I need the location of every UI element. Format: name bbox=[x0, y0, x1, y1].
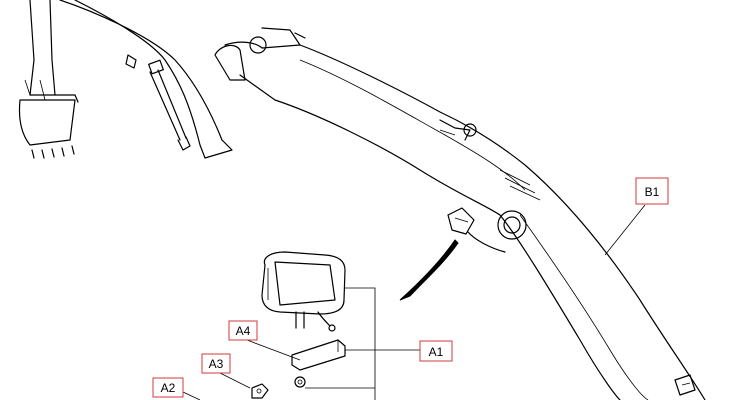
lamp-assembly bbox=[251, 251, 346, 399]
callout-a3-label: A3 bbox=[209, 357, 224, 371]
callout-a4-label: A4 bbox=[236, 324, 251, 338]
callout-b1: B1 bbox=[635, 177, 669, 205]
callout-a3: A3 bbox=[201, 353, 231, 374]
detail-arrow bbox=[399, 239, 459, 301]
leader-lines bbox=[182, 204, 646, 400]
overview-excavator-arm bbox=[18, 0, 233, 159]
boom bbox=[214, 27, 706, 400]
callout-a1: A1 bbox=[419, 340, 453, 362]
callout-a1-label: A1 bbox=[429, 345, 444, 359]
mounted-work-lamp bbox=[447, 207, 506, 253]
a1-grouping-bracket bbox=[305, 287, 420, 400]
callout-b1-label: B1 bbox=[645, 185, 660, 199]
callout-a4: A4 bbox=[228, 320, 258, 341]
callout-a2: A2 bbox=[152, 377, 184, 398]
callout-a2-label: A2 bbox=[161, 381, 176, 395]
